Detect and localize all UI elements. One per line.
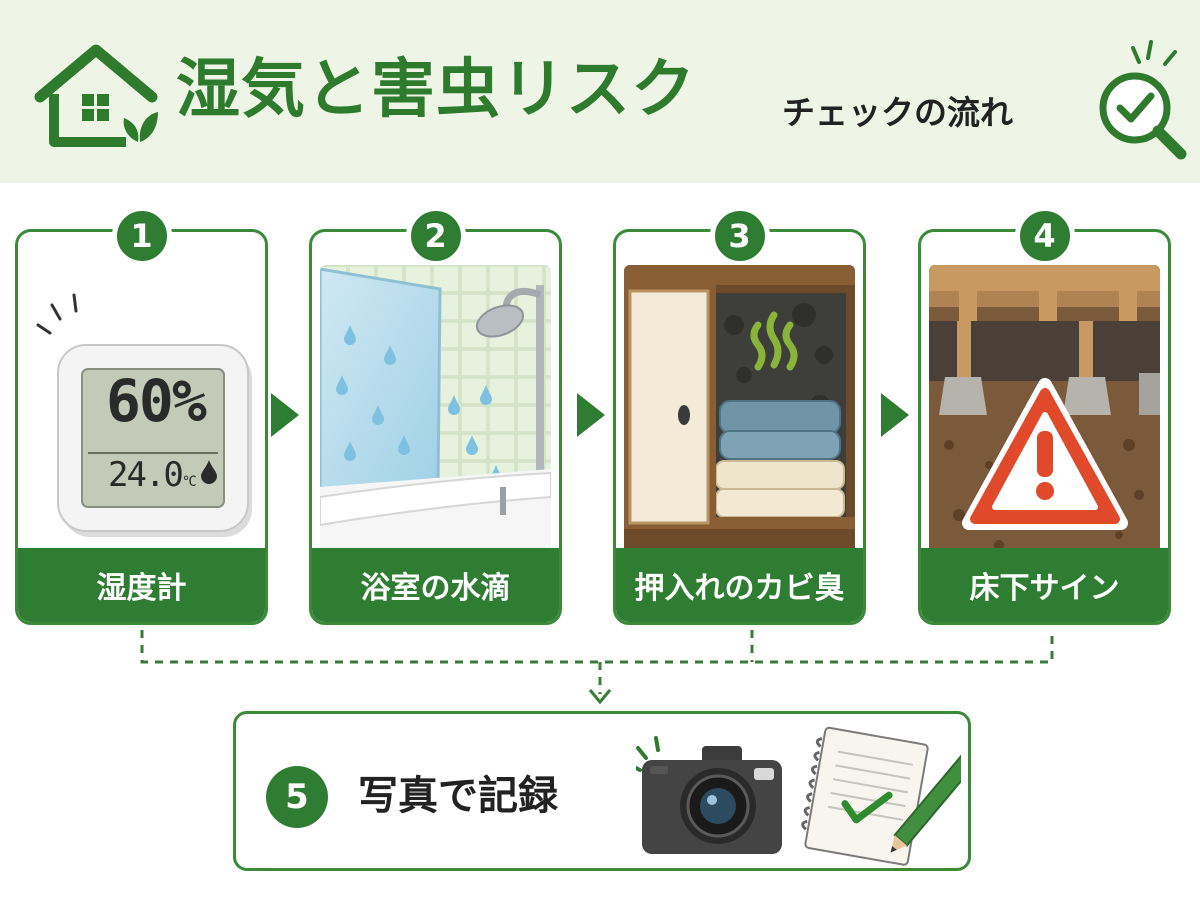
step-label: 写真で記録	[358, 773, 558, 819]
step-number-badge: 1	[111, 206, 172, 266]
step-card-1: 1 60% 24.0°C 湿度計	[15, 206, 268, 625]
step-illustration	[26, 265, 257, 577]
shower-icon	[320, 265, 551, 577]
flow-connector	[140, 630, 1054, 705]
step-illustration	[929, 265, 1160, 577]
step-number-badge: 2	[405, 206, 466, 266]
step-label: 押入れのカビ臭	[616, 548, 863, 622]
step-card-4: 4 床下サイン	[918, 206, 1171, 625]
step-card-2: 2	[309, 206, 562, 625]
page-title: 湿気と害虫リスク	[176, 53, 696, 127]
temperature-value: 24.0	[108, 455, 184, 495]
page-subtitle: チェックの流れ	[782, 93, 1013, 132]
step-number-badge: 3	[709, 206, 770, 266]
final-step-panel: 5 写真で記録	[233, 711, 971, 871]
thermo-hygrometer-icon	[26, 265, 257, 577]
step-label: 床下サイン	[921, 548, 1168, 622]
warning-icon	[929, 265, 1160, 577]
house-icon	[34, 44, 158, 147]
camera-icon	[636, 736, 782, 854]
temperature-readout: 24.0°C	[108, 455, 197, 495]
flow-arrow-2	[577, 393, 605, 437]
droplet-icon	[201, 460, 217, 484]
magnifier-check-icon	[1099, 40, 1187, 160]
step-number-badge: 4	[1014, 206, 1075, 266]
notebook-icon	[801, 726, 961, 866]
flow-arrow-3	[881, 393, 909, 437]
header: 湿気と害虫リスク チェックの流れ	[0, 0, 1200, 183]
mold-odor-icon	[624, 265, 855, 577]
step-illustration	[320, 265, 551, 577]
step-card-3: 3 押入れのカビ臭	[613, 206, 866, 625]
step-label: 湿度計	[18, 548, 265, 622]
temperature-unit: °C	[181, 474, 197, 490]
humidity-readout: 60%	[106, 367, 207, 435]
flow-arrow-1	[271, 393, 299, 437]
step-label: 浴室の水滴	[312, 548, 559, 622]
step-number-badge: 5	[266, 766, 328, 828]
step-illustration	[624, 265, 855, 577]
